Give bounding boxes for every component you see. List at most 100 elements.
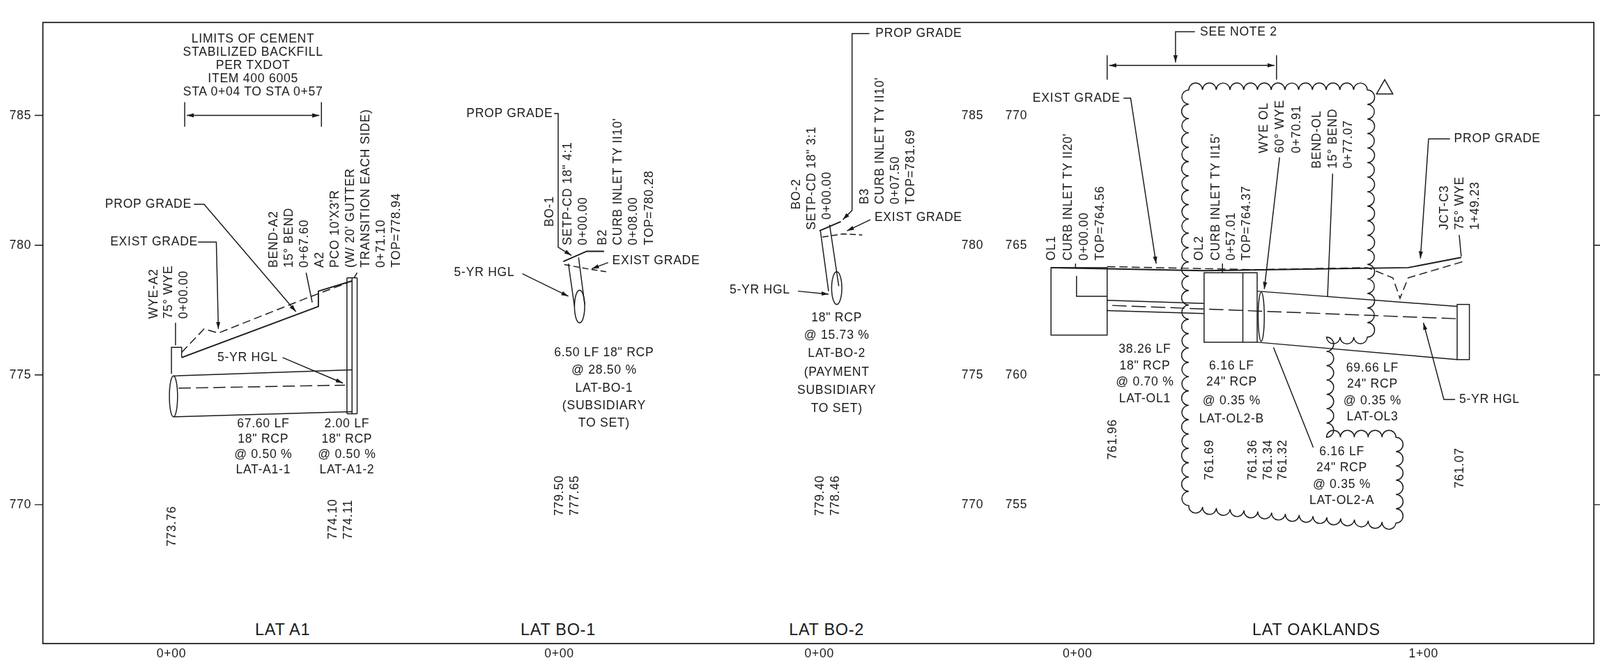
inlet-structure xyxy=(347,278,358,414)
leader-line xyxy=(1123,98,1157,264)
station-callout: CURB INLET TY II15' xyxy=(1208,133,1222,260)
note-ticks xyxy=(1107,55,1277,80)
station-callout: 0+00.00 xyxy=(1077,211,1091,260)
station-callout: BO-1 xyxy=(542,195,556,227)
profile-label: 5-YR HGL xyxy=(1459,392,1520,406)
profile-label: 770 xyxy=(961,497,984,511)
station-callout: TOP=781.69 xyxy=(903,129,918,205)
station-callout: B3 xyxy=(857,188,872,205)
station-callout: TOP=780.28 xyxy=(642,170,656,245)
profile-label: @ 0.70 % xyxy=(1115,375,1174,389)
prop-grade xyxy=(1050,257,1462,271)
station-callout: TOP=778.94 xyxy=(389,193,403,268)
exist-grade xyxy=(822,234,863,237)
station-callout: JCT-C3 xyxy=(1436,185,1451,230)
station-callout: 0+57.01 xyxy=(1223,211,1237,260)
profile-label: LIMITS OF CEMENT xyxy=(191,32,315,46)
station-callout: 777.65 xyxy=(567,475,582,516)
profile-label: 2.00 LF xyxy=(324,417,370,431)
leader-line xyxy=(1273,347,1313,448)
leader-line xyxy=(591,262,608,269)
station-callout: 1+49.23 xyxy=(1467,181,1481,230)
station-callout: 779.50 xyxy=(552,475,566,516)
exist-grade xyxy=(1107,261,1464,299)
station-callout: 0+00.00 xyxy=(177,270,191,319)
inlet-detail xyxy=(1242,272,1244,343)
station-callout: 0+70.91 xyxy=(1289,105,1303,154)
profile-label: 0+00 xyxy=(544,646,575,660)
profile-label: LAT-OL2-B xyxy=(1199,411,1265,426)
station-callout: 75° WYE xyxy=(1452,176,1466,230)
leader-line xyxy=(193,241,219,329)
profile-label: PER TXDOT xyxy=(216,58,291,72)
profile-label: @ 0.50 % xyxy=(317,448,376,462)
station-callout: 15° BEND xyxy=(1326,108,1340,169)
profile-label: EXIST GRADE xyxy=(874,211,963,225)
station-callout: SETP-CD 18" 4:1 xyxy=(560,141,575,245)
leader-line xyxy=(1175,31,1196,63)
station-callout: BEND-OL xyxy=(1309,110,1323,168)
profile-label: 5-YR HGL xyxy=(217,350,279,364)
profile-label: LAT-A1-1 xyxy=(235,463,291,477)
leader-line xyxy=(1264,157,1280,290)
station-callout: BEND-A2 xyxy=(266,211,281,268)
station-callout: 0+77.07 xyxy=(1341,120,1355,169)
junction-structure xyxy=(1457,304,1470,360)
profile-label: SEE NOTE 2 xyxy=(1200,25,1278,39)
profile-label: SUBSIDIARY xyxy=(797,383,876,397)
station-callout: 0+07.50 xyxy=(888,156,902,205)
profile-label: EXIST GRADE xyxy=(1032,91,1121,105)
prop-grade xyxy=(819,221,842,231)
profile-label: (PAYMENT xyxy=(804,365,870,379)
profile-label: 24" RCP xyxy=(1347,377,1398,391)
station-callout: 60° WYE xyxy=(1273,99,1287,154)
profile-label: PROP GRADE xyxy=(875,27,962,41)
profile-label: EXIST GRADE xyxy=(612,253,701,267)
profile-label: @ 0.50 % xyxy=(234,448,292,462)
station-callout: CURB INLET TY II10' xyxy=(873,77,887,205)
profile-label: LAT-OL2-A xyxy=(1309,493,1375,507)
profile-label: LAT-OL1 xyxy=(1119,391,1171,405)
profile-label: 18" RCP xyxy=(811,310,863,325)
leader-line xyxy=(846,219,871,231)
station-callout: 0+00.00 xyxy=(576,196,590,245)
profile-label: 18" RCP xyxy=(1119,358,1171,373)
profile-label: 0+00 xyxy=(804,646,835,660)
profile-label: 770 xyxy=(1005,108,1028,122)
leader-line xyxy=(1420,138,1450,258)
profile-label: 0+00 xyxy=(1062,646,1093,660)
pipe-wall xyxy=(568,257,585,306)
station-callout: B2 xyxy=(595,229,609,246)
limit-bracket xyxy=(186,114,320,116)
profile-label: 755 xyxy=(1005,497,1028,511)
hgl-line xyxy=(178,384,345,388)
profile-label: LAT-A1-2 xyxy=(319,463,375,477)
pipe-end xyxy=(169,375,178,417)
profile-label: 6.50 LF 18" RCP xyxy=(554,345,654,359)
prop-grade xyxy=(563,250,605,262)
inlet-detail xyxy=(1076,275,1108,297)
section-title: LAT A1 xyxy=(255,620,311,640)
section-title: LAT OAKLANDS xyxy=(1252,620,1381,640)
profile-label: 24" RCP xyxy=(1206,375,1258,389)
station-callout: 0+67.60 xyxy=(297,219,311,268)
profile-label: @ 28.50 % xyxy=(571,363,637,377)
profile-label: 775 xyxy=(9,367,33,382)
profile-label: PROP GRADE xyxy=(105,197,192,212)
hgl-line xyxy=(1112,305,1458,319)
profile-label: PROP GRADE xyxy=(466,106,553,120)
station-callout: 0+08.00 xyxy=(625,196,640,245)
leader-line xyxy=(193,204,296,312)
station-callout: 761.07 xyxy=(1452,447,1466,488)
station-callout: TRANSITION EACH SIDE) xyxy=(358,109,373,268)
profile-label: 5-YR HGL xyxy=(454,266,515,280)
station-callout: CURB INLET TY II10' xyxy=(610,117,624,245)
profile-label: 5-YR HGL xyxy=(729,283,791,297)
profile-label: ITEM 400 6005 xyxy=(207,71,299,86)
station-callout: 0+00.00 xyxy=(820,171,834,220)
profile-label: 775 xyxy=(961,367,984,382)
limit-ticks xyxy=(184,102,322,127)
station-callout: SETP-CD 18" 3:1 xyxy=(804,126,819,230)
wye-symbol xyxy=(1257,291,1265,341)
station-callout: 75° WYE xyxy=(161,265,175,320)
